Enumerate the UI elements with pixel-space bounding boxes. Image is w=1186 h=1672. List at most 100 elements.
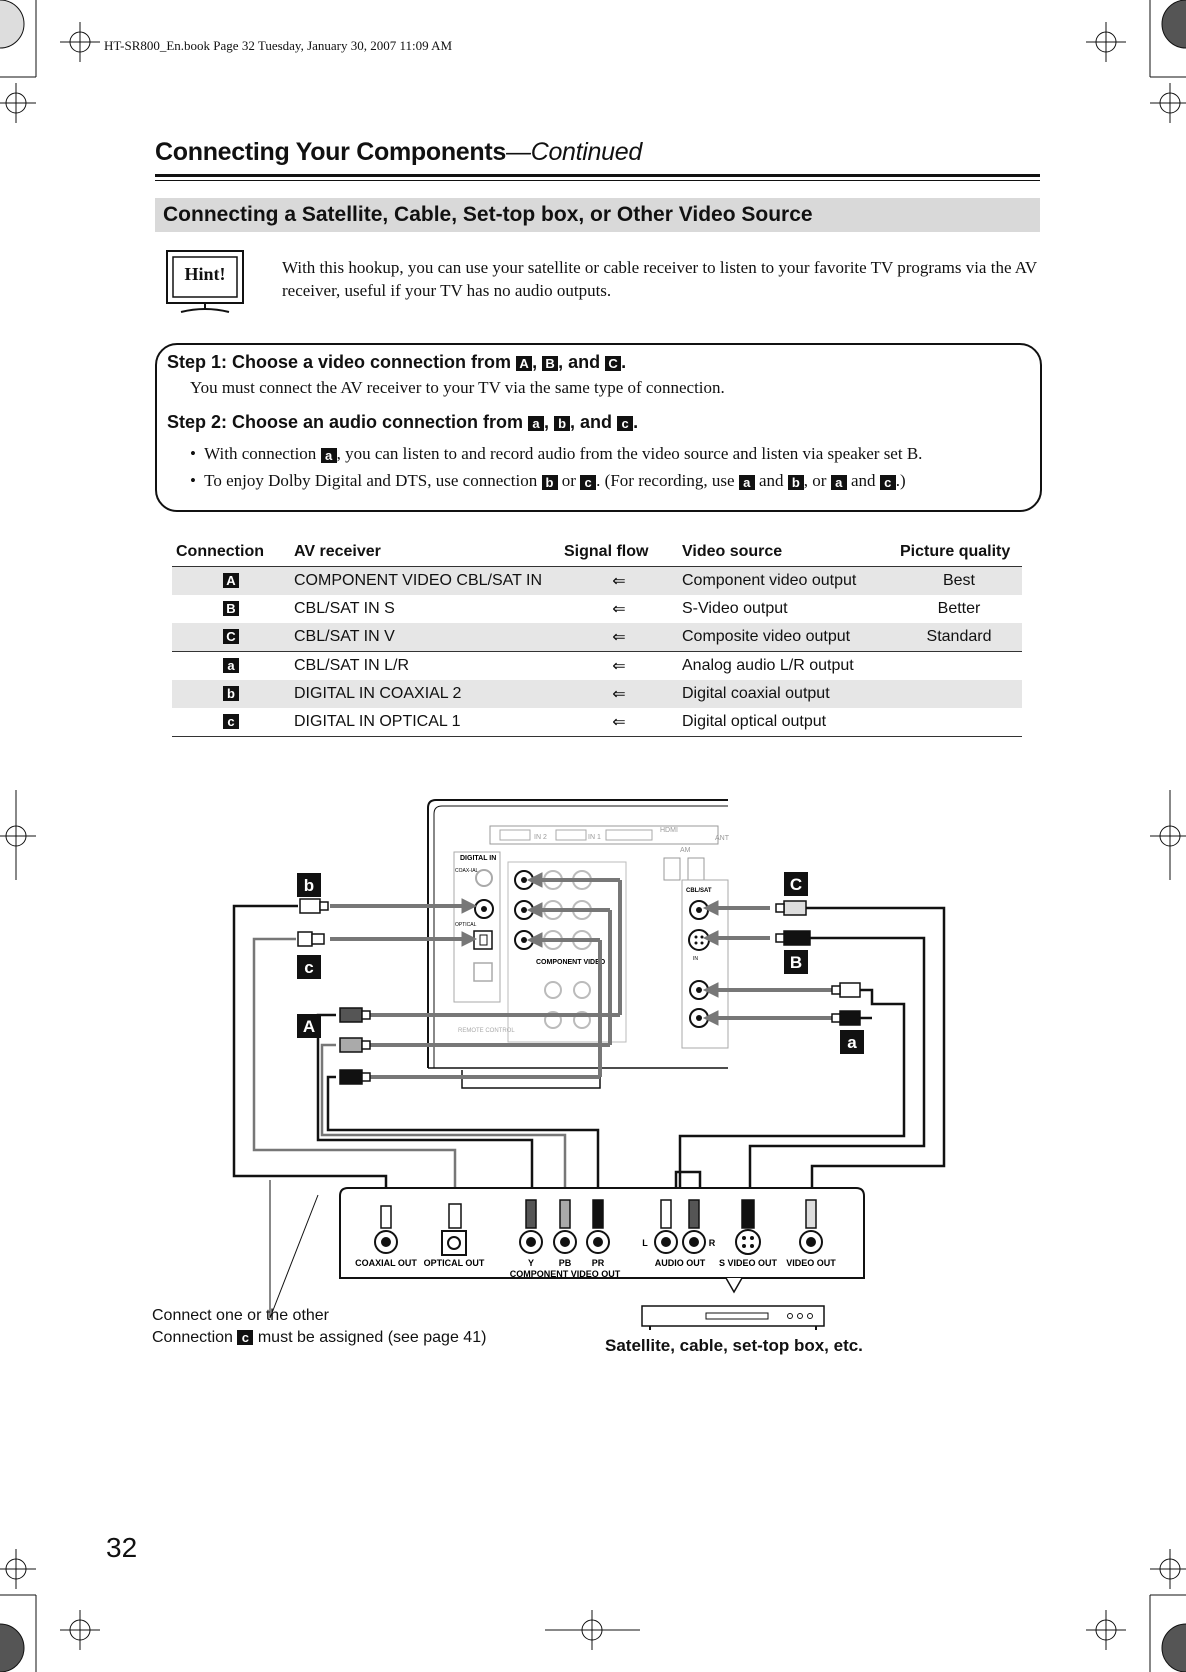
cbl-sat-label: CBL/SAT — [686, 888, 712, 894]
step2-bullet-2: • To enjoy Dolby Digital and DTS, use co… — [190, 471, 906, 490]
table-row: b DIGITAL IN COAXIAL 2 ⇐ Digital coaxial… — [172, 680, 1022, 708]
badge-B: B — [542, 355, 559, 371]
connection-table: Connection AV receiver Signal flow Video… — [172, 536, 1022, 737]
step1-sep: , — [532, 352, 543, 372]
cell-quality: Best — [896, 566, 1022, 595]
badge-A: A — [516, 355, 533, 371]
cell-receiver: COMPONENT VIDEO CBL/SAT IN — [290, 566, 560, 595]
cell-receiver: CBL/SAT IN S — [294, 600, 395, 617]
ant-label: ANT — [715, 835, 730, 842]
bullet-text: To enjoy Dolby Digital and DTS, use conn… — [204, 471, 542, 490]
section-title: Connecting a Satellite, Cable, Set-top b… — [163, 203, 813, 226]
caption-connect-note: Connect one or the other Connection c mu… — [152, 1305, 486, 1349]
cell-flow: ⇐ — [560, 623, 678, 652]
video-out-label: VIDEO OUT — [786, 1258, 836, 1268]
table-row: B CBL/SAT IN S ⇐ S-Video output Better — [172, 595, 1022, 623]
set-top-box-icon — [641, 1305, 825, 1330]
audio-out-label: AUDIO OUT — [655, 1258, 706, 1268]
connection-diagram: IN 2 IN 1 HDMI AM ANT DIGITAL IN COAX-IA… — [232, 799, 946, 1330]
badge-C: C — [223, 629, 239, 645]
col-header-connection: Connection — [172, 536, 290, 567]
am-label: AM — [680, 847, 691, 854]
step2-sep: , — [544, 412, 555, 432]
optical-label: OPTICAL — [455, 922, 477, 928]
component-video-out-label: COMPONENT VIDEO OUT — [510, 1269, 621, 1279]
remote-control-label: REMOTE CONTROL — [458, 1028, 515, 1034]
step1-end: . — [621, 352, 627, 372]
bullet-text: .) — [895, 471, 906, 490]
cell-connection: A — [172, 566, 290, 595]
cell-source: Composite video output — [678, 623, 896, 652]
badge-B: B — [223, 601, 239, 617]
steps-box — [155, 343, 1042, 512]
badge-b: b — [787, 474, 804, 490]
pr-label: PR — [592, 1258, 605, 1268]
col-header-quality: Picture quality — [896, 536, 1022, 567]
cell-quality: Better — [937, 600, 981, 617]
cables — [232, 904, 946, 1205]
col-header-receiver: AV receiver — [290, 536, 560, 567]
coaxial-out-label: COAXIAL OUT — [355, 1258, 417, 1268]
badge-a: a — [830, 474, 847, 490]
digital-in-label: DIGITAL IN — [460, 855, 496, 862]
badge-A: A — [303, 1017, 315, 1036]
cell-source: Digital coaxial output — [678, 680, 896, 708]
badge-c: c — [580, 474, 597, 490]
badge-c: c — [237, 1330, 254, 1346]
caption-source-device: Satellite, cable, set-top box, etc. — [605, 1336, 863, 1355]
receiver-rear-panel: IN 2 IN 1 HDMI AM ANT DIGITAL IN COAX-IA… — [427, 799, 730, 1089]
cell-flow: ⇐ — [560, 680, 678, 708]
col-header-flow: Signal flow — [560, 536, 678, 567]
table-row: a CBL/SAT IN L/R ⇐ Analog audio L/R outp… — [172, 651, 1022, 680]
pointer-line — [269, 1194, 319, 1319]
l-label: L — [642, 1238, 648, 1248]
hint-label: Hint! — [184, 264, 226, 284]
step2-sep: , and — [570, 412, 618, 432]
badge-b: b — [223, 686, 239, 702]
cell-source: Digital optical output — [678, 708, 896, 737]
badge-b: b — [304, 876, 314, 895]
cell-receiver: CBL/SAT IN V — [290, 623, 560, 652]
step2-end: . — [633, 412, 639, 432]
hint-text: With this hookup, you can use your satel… — [282, 258, 1037, 300]
step2-bullet-1: • With connection a, you can listen to a… — [190, 444, 923, 463]
cell-connection: C — [172, 623, 290, 652]
cell-flow: ⇐ — [560, 566, 678, 595]
title-rule-thick — [155, 174, 1040, 177]
cell-quality — [896, 680, 1022, 708]
cell-quality — [896, 651, 1022, 680]
coaxial-label: COAX-IAL — [455, 868, 479, 874]
cell-quality: Standard — [896, 623, 1022, 652]
badge-A: A — [223, 573, 239, 589]
cell-flow: ⇐ — [560, 651, 678, 680]
component-video-label: COMPONENT VIDEO — [536, 959, 606, 966]
cell-connection: B — [172, 595, 290, 623]
bullet-text: and — [846, 471, 880, 490]
cell-quality — [896, 708, 1022, 737]
bullet-text: and — [754, 471, 788, 490]
page-title-main: Connecting Your Components — [155, 138, 506, 166]
step2-prefix: Step 2: Choose an audio connection from — [167, 412, 529, 432]
s-video-out-label: S VIDEO OUT — [719, 1258, 778, 1268]
step1-body: You must connect the AV receiver to your… — [190, 378, 725, 397]
bullet-text: , or — [803, 471, 831, 490]
badge-a: a — [847, 1033, 857, 1052]
step1-sep: , and — [558, 352, 606, 372]
r-label: R — [709, 1238, 716, 1248]
page-title: Connecting Your Components—Continued — [155, 138, 642, 167]
bullet-text: With connection — [204, 444, 321, 463]
step1-prefix: Step 1: Choose a video connection from — [167, 352, 517, 372]
cell-connection: c — [172, 708, 290, 737]
cell-source: Component video output — [678, 566, 896, 595]
cell-receiver: DIGITAL IN COAXIAL 2 — [290, 680, 560, 708]
table-row: c DIGITAL IN OPTICAL 1 ⇐ Digital optical… — [172, 708, 1022, 737]
badge-B: B — [790, 953, 802, 972]
hdmi-in1-label: IN 1 — [588, 834, 601, 841]
table-header-row: Connection AV receiver Signal flow Video… — [172, 536, 1022, 567]
badge-a: a — [528, 415, 545, 431]
hint-tv-icon — [166, 250, 244, 313]
y-label: Y — [528, 1258, 534, 1268]
caption-line-1: Connect one or the other — [152, 1307, 330, 1324]
source-device-panel: COAXIAL OUT OPTICAL OUT Y PB PR COMPONEN… — [339, 1187, 865, 1294]
